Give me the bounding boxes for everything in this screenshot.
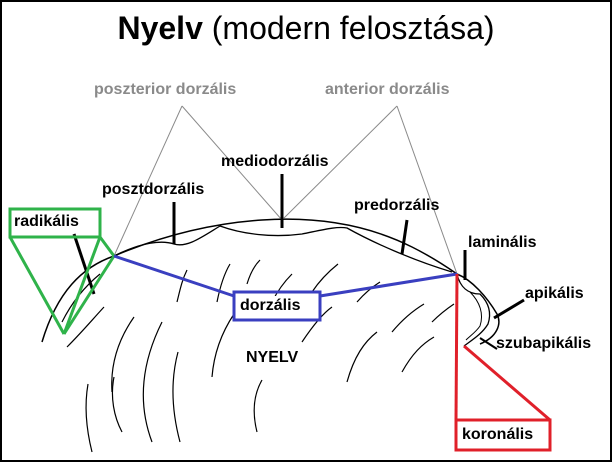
label-posterior-dorsal: poszterior dorzális [94,81,237,98]
label-tongue: NYELV [246,349,299,366]
label-subapical: szubapikális [496,335,592,352]
tongue-outline [41,218,500,345]
label-anterior-dorsal: anterior dorzális [325,81,450,98]
page-title: Nyelv (modern felosztása) [2,6,610,50]
label-mediodorsal: mediodorzális [221,153,329,170]
label-laminal: laminális [468,234,537,251]
tongue-tip [456,273,491,347]
tongue-tip-inner [465,291,483,341]
tongue-dorsum [113,225,453,273]
coronal-box [454,273,552,452]
title-main: Nyelv [117,10,203,46]
label-coronal: koronális [459,425,537,445]
label-apical: apikális [525,285,584,302]
label-dorsal: dorzális [237,296,304,316]
label-postdorsal: posztdorzális [102,181,205,198]
grey-leaders [113,105,458,275]
label-radical: radikális [14,213,79,230]
label-predorsal: predorzális [354,197,440,214]
title-sub: (modern felosztása) [211,10,495,46]
dorsal-box [113,254,458,322]
radical-box [8,207,116,335]
pointer-lines [72,174,525,320]
subapical-pointer [479,337,498,350]
